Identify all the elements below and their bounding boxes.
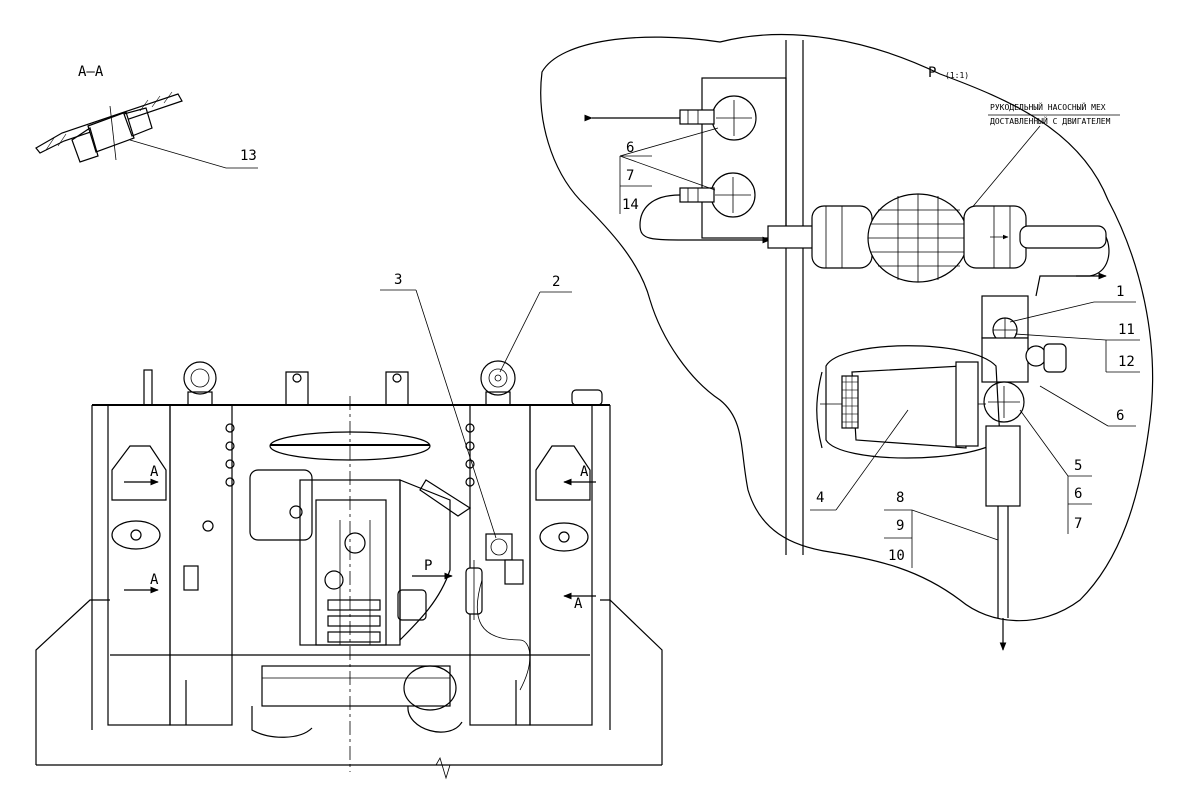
filter-bowl — [816, 345, 1001, 459]
leader-3 — [415, 289, 497, 539]
engine-shroud — [399, 479, 451, 642]
top-lugs — [143, 369, 603, 406]
left-bolt — [202, 520, 214, 532]
grommet-lip-right — [123, 107, 153, 137]
filter-head — [981, 295, 1067, 423]
leader-6b — [1039, 385, 1109, 427]
main-view: P A A A A 3 2 — [35, 272, 663, 780]
view-arrow-p-label: P — [424, 558, 432, 574]
hose-to-pump — [639, 194, 771, 244]
callout-12: 12 — [1118, 354, 1135, 370]
leader-8 — [911, 509, 999, 541]
right-grommet-hole — [558, 531, 570, 543]
bottom-pump — [403, 665, 457, 711]
view-p-boundary — [540, 33, 1154, 622]
grommet-axis — [109, 105, 117, 161]
fitting-lower — [679, 172, 756, 218]
section-mark-a-4: A — [574, 596, 583, 612]
section-mark-a-3: A — [580, 464, 589, 480]
wheel-right — [407, 705, 463, 733]
cap-left — [183, 361, 217, 406]
fuel-cap — [480, 360, 516, 406]
engine-air-box — [249, 469, 313, 541]
view-p-note-line2: ДОСТАВЛЕННЫЙ С ДВИГАТЕЛЕМ — [990, 115, 1111, 126]
injector-row — [324, 520, 381, 645]
hull-right — [600, 599, 663, 765]
callout-3: 3 — [394, 272, 402, 288]
callout-11: 11 — [1118, 322, 1135, 338]
section-mark-a-2: A — [150, 572, 159, 588]
left-side-panel — [107, 404, 171, 726]
bottom-tank — [261, 665, 451, 707]
hull-left — [35, 599, 110, 765]
fitting-upper — [679, 95, 757, 141]
engine-starter — [397, 589, 427, 621]
callout-4: 4 — [816, 490, 824, 506]
right-side-panel — [529, 404, 593, 726]
left-slot — [183, 565, 199, 591]
callout-10: 10 — [888, 548, 905, 564]
right-grommet — [539, 522, 589, 552]
leader-1 — [1009, 301, 1095, 323]
callout-6-lower: 6 — [1074, 486, 1082, 502]
left-bolt-column — [225, 423, 235, 487]
callout-7-lower: 7 — [1074, 516, 1082, 532]
leader-13 — [129, 139, 258, 169]
leader-5 — [1019, 409, 1069, 477]
main-filter — [465, 533, 531, 691]
callout-13: 13 — [240, 148, 257, 164]
callout-7: 7 — [626, 168, 634, 184]
section-marks: A A A A — [124, 464, 596, 612]
view-p-note-line1: РУКОДЕЛЬНЫЙ НАСОСНЫЙ МЕХ — [990, 101, 1106, 112]
left-grommet — [111, 520, 161, 550]
left-inner-panel — [169, 404, 233, 726]
leader-4 — [835, 409, 909, 511]
section-mark-a-1: A — [150, 464, 159, 480]
callout-8: 8 — [896, 490, 904, 506]
fitting-bracket — [701, 77, 787, 239]
section-a-a-title: A–A — [78, 64, 104, 80]
callout-6: 6 — [626, 140, 634, 156]
left-hatch-upper — [111, 445, 167, 501]
callout-group-6-7-14: 6 7 14 — [619, 127, 719, 214]
callout-9: 9 — [896, 518, 904, 534]
leader-2 — [499, 291, 541, 373]
section-a-a: A–A 13 — [35, 64, 258, 169]
view-p-scale: (1:1) — [945, 71, 969, 80]
engine-bracket — [419, 479, 472, 517]
right-bolt-column — [465, 423, 475, 487]
wheel-left — [251, 706, 313, 738]
callout-14: 14 — [622, 197, 639, 213]
drain-pipe — [985, 425, 1021, 651]
callout-5: 5 — [1074, 458, 1082, 474]
leader-11 — [1014, 333, 1107, 341]
section-plate — [35, 93, 183, 154]
callout-2: 2 — [552, 274, 560, 290]
engine-head — [315, 499, 387, 646]
right-hatch-upper — [535, 445, 591, 501]
callout-1: 1 — [1116, 284, 1124, 300]
break-mark — [435, 756, 451, 780]
left-grommet-hole — [130, 529, 142, 541]
callout-6-right: 6 — [1116, 408, 1124, 424]
bowl-knurl — [842, 376, 858, 428]
section-grommet — [87, 111, 135, 153]
view-p-title: P — [928, 65, 936, 81]
grommet-lip-left — [71, 127, 99, 163]
view-p: P (1:1) РУКОДЕЛЬНЫЙ НАСОСНЫЙ МЕХ ДОСТАВЛ… — [540, 33, 1154, 651]
hand-primer-bulb — [767, 193, 1107, 283]
air-box-bolt — [289, 505, 303, 519]
